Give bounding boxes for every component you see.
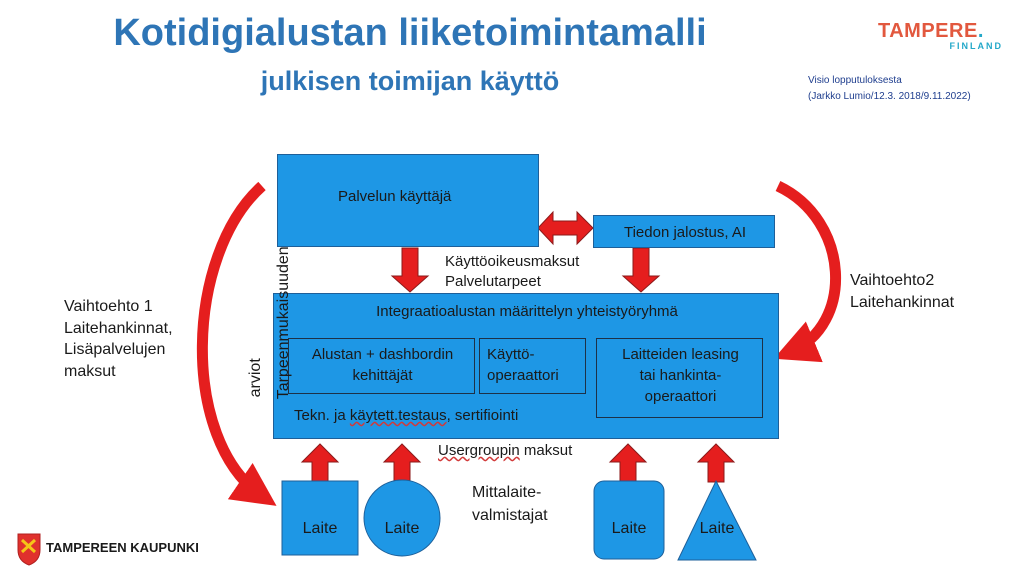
ai-label: Tiedon jalostus, AI [623, 224, 746, 241]
testing-suffix: , sertifiointi [446, 407, 519, 424]
integration-group-box: Integraatioalustan määrittelyn yhteistyö… [273, 293, 779, 439]
page-subtitle: julkisen toimijan käyttö [260, 66, 560, 96]
vision-note-line1: Visio lopputuloksesta [808, 75, 902, 86]
leasing-box: Laitteiden leasing tai hankinta- operaat… [596, 338, 763, 418]
operators-line2: operaattori [487, 367, 559, 384]
ai-box: Tiedon jalostus, AI [593, 215, 775, 248]
testing-underlined: käytett.testaus [349, 407, 447, 424]
device-label-2: Laite [384, 520, 420, 537]
platform-developers-line2: kehittäjät [352, 367, 413, 384]
usergroup-rest: maksut [519, 442, 573, 459]
double-arrow [537, 210, 594, 246]
vertical-label-2: arviot [247, 358, 265, 398]
integration-group-title: Integraatioalustan määrittelyn yhteistyö… [376, 303, 678, 320]
service-user-box: Palvelun käyttäjä [277, 154, 539, 247]
leasing-line2: tai hankinta- [639, 367, 722, 384]
alternative2-line2: Laitehankinnat [850, 293, 955, 311]
device-label-1: Laite [302, 520, 338, 537]
tampere-logo: TAMPERE. FINLAND [878, 20, 1013, 51]
device-label-4: Laite [699, 520, 735, 537]
device-circle [363, 479, 441, 557]
logo-word: TAMPERE [878, 20, 978, 42]
manufacturers-line1: Mittalaite- [472, 484, 542, 501]
alternative1-line1: Vaihtoehto 1 [64, 298, 153, 315]
up-arrow-1 [300, 443, 340, 483]
vision-note-line2: (Jarkko Lumio/12.3. 2018/9.11.2022) [808, 91, 971, 102]
service-user-label: Palvelun käyttäjä [338, 188, 452, 205]
up-arrow-2 [382, 443, 422, 483]
platform-developers-line1: Alustan + dashbordin [311, 346, 454, 363]
footer-city-name: TAMPEREEN KAUPUNKI [46, 540, 199, 555]
device-square [281, 480, 359, 556]
alternative1-line3: Lisäpalvelujen [64, 341, 166, 359]
leasing-line1: Laitteiden leasing [622, 346, 739, 363]
left-curved-arrow [196, 181, 277, 506]
device-rounded-square [593, 480, 665, 560]
right-curved-arrow [773, 181, 841, 363]
down-arrow-ai [621, 247, 661, 293]
up-arrow-4 [696, 443, 736, 483]
page-title: Kotidigialustan liiketoimintamalli [113, 12, 707, 54]
alternative2-text: Vaihtoehto2 Laitehankinnat [850, 270, 954, 313]
testing-label: Tekn. ja käytett.testaus, sertifiointi [294, 406, 518, 426]
device-label-3: Laite [611, 520, 647, 537]
manufacturers-line2: valmistajat [472, 507, 548, 524]
license-fees-label: Käyttöoikeusmaksut [445, 253, 580, 270]
vertical-label-1: Tarpeenmukaisuuden [275, 246, 293, 400]
alternative1-line4: maksut [64, 362, 116, 380]
alternative1-text: Vaihtoehto 1 Laitehankinnat, Lisäpalvelu… [64, 296, 173, 382]
logo-subtext: FINLAND [949, 41, 1003, 51]
operators-line1: Käyttö- [487, 346, 535, 363]
alternative1-line2: Laitehankinnat, [64, 319, 173, 337]
leasing-line3: operaattori [644, 388, 717, 405]
usergroup-underlined: Usergroupin [438, 442, 520, 459]
platform-developers-box: Alustan + dashbordin kehittäjät [288, 338, 475, 394]
down-arrow-user [390, 247, 430, 293]
usergroup-fees-label: Usergroupin maksut [438, 441, 572, 461]
service-needs-label: Palvelutarpeet [445, 273, 541, 290]
testing-prefix: Tekn. ja [294, 407, 350, 424]
up-arrow-3 [608, 443, 648, 483]
logo-dot: . [977, 20, 984, 42]
operators-box: Käyttö- operaattori [479, 338, 586, 394]
tampere-crest-icon [17, 533, 41, 566]
device-triangle [677, 479, 757, 561]
alternative2-line1: Vaihtoehto2 [850, 272, 935, 289]
